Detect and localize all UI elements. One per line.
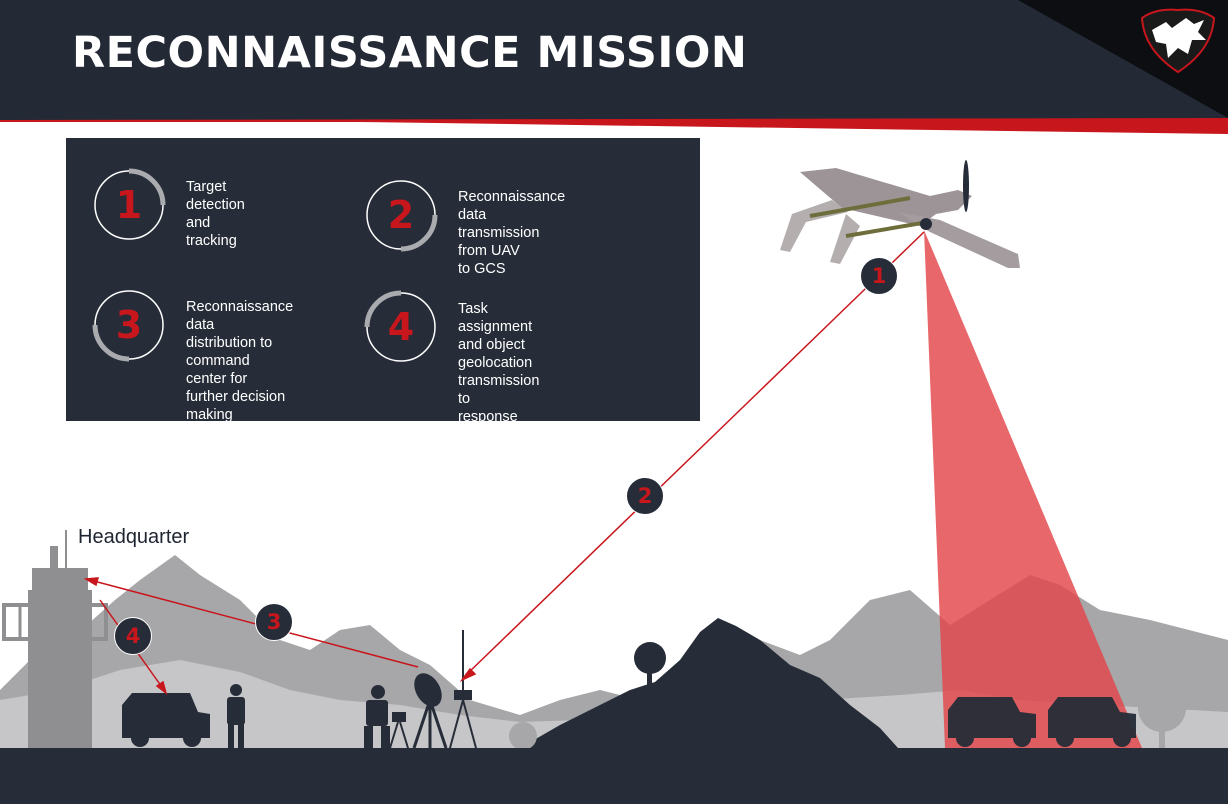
step-text: Task assignment and object geolocation t… (458, 301, 540, 443)
uav-drone (780, 160, 1020, 268)
step-ring-icon (92, 290, 164, 362)
ground-control-station (364, 630, 477, 749)
step-ring-icon (94, 168, 166, 240)
badge-1: 1 (860, 257, 898, 295)
foreground-mountain (520, 618, 898, 748)
step-text: Reconnaissance data distribution to comm… (186, 299, 294, 423)
watchtower (2, 546, 108, 748)
target-vehicles (948, 697, 1136, 747)
step-ring-icon (364, 290, 436, 362)
ground (0, 748, 1228, 804)
step-text: Reconnaissance data transmission from UA… (458, 189, 566, 277)
hq-vehicle (122, 693, 210, 747)
steps-panel (66, 138, 700, 421)
header-bar (0, 0, 1228, 120)
badge-3: 3 (255, 603, 293, 641)
badge-2: 2 (626, 477, 664, 515)
recon-beam (924, 230, 1142, 748)
hq-soldier (227, 684, 245, 748)
data-links (83, 231, 925, 695)
middle-hills (0, 660, 1228, 760)
step-number: 3 (115, 303, 143, 347)
page-title: RECONNAISSANCE MISSION (72, 28, 748, 78)
badge-4: 4 (114, 617, 152, 655)
header-red-stripe (0, 118, 1228, 134)
step-number: 4 (387, 305, 415, 349)
step-number: 2 (387, 193, 415, 237)
step-text: Target detection and tracking (186, 179, 245, 249)
dragon-logo-icon (1140, 8, 1216, 74)
step-ring-icon (366, 180, 438, 252)
step-number: 1 (115, 183, 143, 227)
headquarter-label: Headquarter (78, 526, 190, 548)
